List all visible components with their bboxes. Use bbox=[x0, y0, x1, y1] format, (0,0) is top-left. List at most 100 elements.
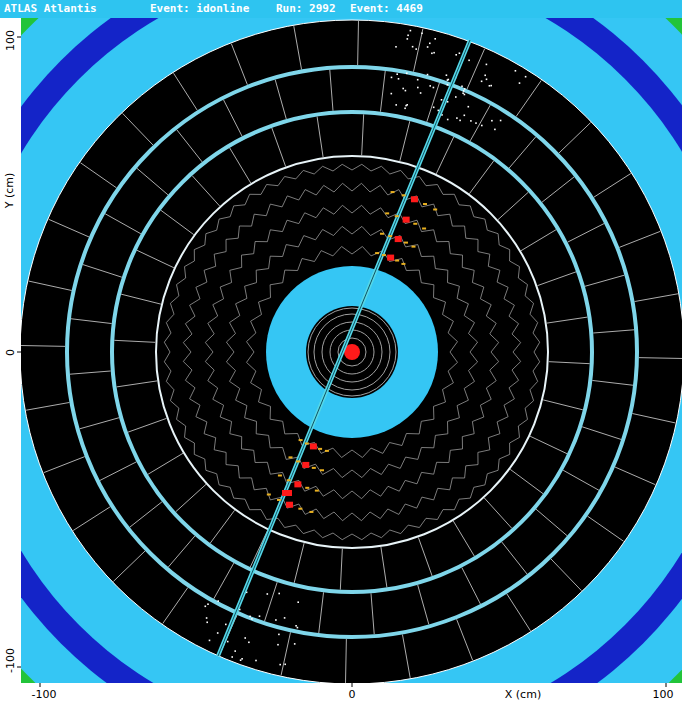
segment-line bbox=[537, 272, 576, 286]
segment-line bbox=[615, 467, 655, 485]
segment-line bbox=[436, 137, 454, 174]
x-axis-strip bbox=[0, 683, 682, 702]
module-hit bbox=[267, 494, 271, 496]
module-hit bbox=[423, 203, 427, 205]
particle-track-core bbox=[218, 40, 470, 656]
hit-dot bbox=[278, 634, 280, 636]
hit-dot bbox=[489, 85, 491, 87]
hit-dot bbox=[434, 38, 436, 40]
hit-dot bbox=[234, 650, 236, 652]
hit-dot bbox=[396, 73, 398, 75]
segment-line bbox=[462, 568, 481, 605]
hit-dot bbox=[447, 119, 449, 121]
segment-line bbox=[469, 161, 493, 194]
outer-green-layer bbox=[21, 18, 682, 683]
hit-dot bbox=[255, 660, 257, 662]
hit-dot bbox=[433, 87, 435, 89]
segment-line bbox=[70, 371, 111, 374]
track-hit bbox=[411, 196, 418, 202]
tick-label: 0 bbox=[349, 688, 356, 701]
segment-line bbox=[530, 436, 567, 454]
hit-dot bbox=[455, 96, 457, 98]
hit-dot bbox=[500, 120, 502, 122]
track-hit bbox=[282, 490, 292, 496]
module-hit bbox=[380, 233, 384, 235]
segment-line bbox=[177, 130, 202, 162]
module-hit bbox=[422, 227, 426, 229]
hit-dot bbox=[515, 70, 517, 72]
hit-dot bbox=[206, 622, 208, 624]
hit-dot bbox=[481, 81, 483, 83]
tick-label: -100 bbox=[4, 648, 17, 673]
blue-layer bbox=[21, 18, 682, 683]
hit-dot bbox=[251, 618, 253, 620]
hit-dot bbox=[405, 105, 407, 107]
hit-dot bbox=[407, 35, 409, 37]
hit-dot bbox=[427, 74, 429, 76]
module-hit bbox=[385, 212, 389, 214]
hit-dot bbox=[464, 94, 466, 96]
module-hit bbox=[375, 252, 379, 254]
hit-dot bbox=[470, 120, 472, 122]
pixel-disk bbox=[306, 306, 398, 398]
module-hit bbox=[395, 215, 399, 217]
layer-ring bbox=[156, 156, 548, 548]
segment-line bbox=[551, 559, 581, 591]
hit-dot bbox=[417, 79, 419, 81]
segment-line bbox=[319, 592, 324, 633]
hit-dot bbox=[455, 54, 457, 56]
segment-line bbox=[128, 418, 167, 432]
segment-line bbox=[44, 457, 85, 473]
track-hit bbox=[286, 502, 293, 508]
segment-line bbox=[80, 418, 119, 429]
hit-dot bbox=[456, 117, 458, 119]
segment-line bbox=[148, 453, 183, 474]
particle-track bbox=[218, 40, 470, 656]
axis-tick bbox=[40, 683, 41, 687]
inner-gap bbox=[266, 266, 438, 438]
module-hit bbox=[315, 490, 319, 492]
hit-dot bbox=[249, 616, 251, 618]
segment-line bbox=[380, 71, 385, 112]
segment-line bbox=[400, 121, 410, 161]
hit-dot bbox=[284, 617, 286, 619]
hit-dot bbox=[525, 76, 527, 78]
segment-line bbox=[163, 587, 188, 623]
hit-dot bbox=[431, 53, 433, 55]
segment-line bbox=[73, 507, 110, 531]
track-hit bbox=[294, 481, 301, 487]
hit-dot bbox=[294, 643, 296, 645]
axis-tick bbox=[17, 667, 21, 668]
hit-dot bbox=[468, 106, 470, 108]
header-event: Event: idonline bbox=[150, 2, 249, 16]
module-hit bbox=[433, 208, 437, 210]
module-hit bbox=[296, 460, 300, 462]
hit-dot bbox=[295, 625, 297, 627]
hit-dot bbox=[494, 129, 496, 131]
segment-line bbox=[123, 113, 153, 145]
segment-line bbox=[71, 319, 112, 324]
segment-line bbox=[29, 281, 72, 290]
tick-label: 100 bbox=[653, 688, 674, 701]
segment-line bbox=[80, 163, 116, 188]
segment-line bbox=[330, 70, 333, 111]
module-hit bbox=[401, 263, 405, 265]
segment-line bbox=[585, 275, 624, 286]
segment-line bbox=[26, 402, 69, 410]
segment-line bbox=[402, 635, 410, 678]
segment-line bbox=[507, 594, 531, 631]
hit-dot bbox=[464, 88, 466, 90]
axis-tick bbox=[352, 683, 353, 687]
segment-line bbox=[100, 462, 137, 481]
hit-dot bbox=[402, 88, 404, 90]
segment-line bbox=[635, 294, 678, 302]
segment-line bbox=[210, 510, 234, 543]
hit-dot bbox=[275, 619, 277, 621]
tick-label: 100 bbox=[4, 30, 17, 51]
hit-dot bbox=[244, 637, 246, 639]
module-hit bbox=[312, 467, 316, 469]
segment-line bbox=[568, 224, 605, 243]
hit-dot bbox=[395, 46, 397, 48]
segment-line bbox=[275, 80, 286, 119]
hit-dot bbox=[398, 78, 400, 80]
